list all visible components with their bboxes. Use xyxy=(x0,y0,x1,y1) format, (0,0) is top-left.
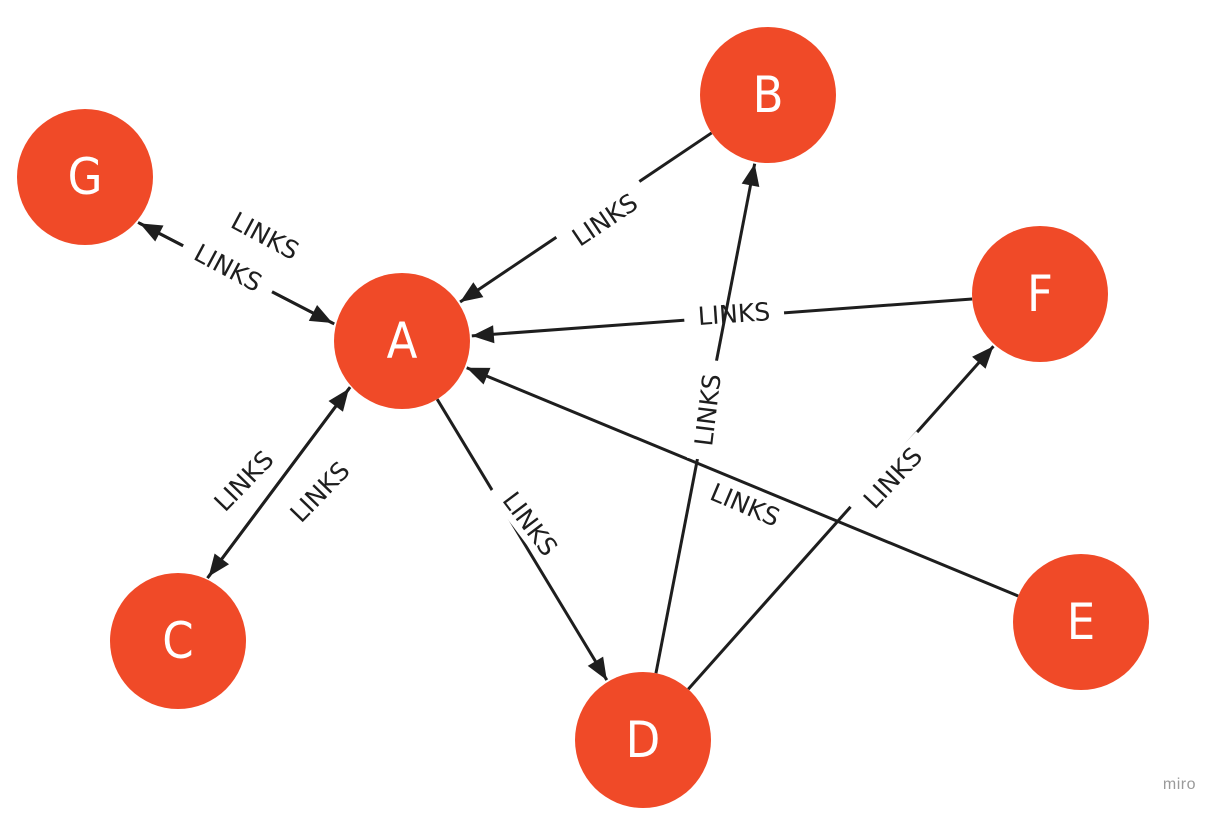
arrowhead-icon xyxy=(208,553,230,577)
edge-label-group: LINKS xyxy=(487,475,573,573)
edge-label-background xyxy=(683,295,785,333)
arrowhead-icon xyxy=(741,163,760,188)
edge-f-to-a: LINKS xyxy=(471,295,973,344)
arrowhead-icon xyxy=(587,656,607,681)
arrowhead-icon xyxy=(466,367,491,385)
edge-label-group: LINKS xyxy=(198,434,290,528)
node-label: B xyxy=(753,66,784,124)
edge-label-background xyxy=(176,231,280,305)
edge-line xyxy=(207,386,352,578)
edge-label-group: LINKS xyxy=(274,445,366,539)
edge-label: LINKS xyxy=(689,372,727,447)
arrowhead-icon xyxy=(460,282,484,302)
edge-line xyxy=(687,345,995,691)
edge-label-group: LINKS xyxy=(683,295,785,333)
edge-label-background xyxy=(274,445,366,539)
edge-label-background xyxy=(487,475,573,573)
edge-d-to-f: LINKS xyxy=(687,345,995,691)
node-label: G xyxy=(68,148,103,206)
edge-label: LINKS xyxy=(697,297,771,331)
node-label: A xyxy=(387,312,418,370)
edge-label-group: LINKS xyxy=(687,358,729,462)
node-label: C xyxy=(162,612,193,670)
edge-label-background xyxy=(555,179,655,261)
edge-label: LINKS xyxy=(858,442,928,515)
node-circle[interactable] xyxy=(110,573,246,709)
node-circle[interactable] xyxy=(700,27,836,163)
edge-label-background xyxy=(213,199,317,273)
nodes-layer: A B C D E F G xyxy=(17,27,1149,808)
node-g[interactable]: G xyxy=(17,109,153,245)
node-circle[interactable] xyxy=(575,672,711,808)
edge-label-group: LINKS xyxy=(847,431,939,525)
edge-label: LINKS xyxy=(284,456,355,528)
edge-line xyxy=(466,366,1019,598)
node-label: D xyxy=(626,711,661,769)
node-circle[interactable] xyxy=(17,109,153,245)
edge-label-background xyxy=(687,358,729,462)
node-circle[interactable] xyxy=(1013,554,1149,690)
edge-label-background xyxy=(693,471,797,539)
edge-line xyxy=(435,398,609,681)
edge-label-background xyxy=(198,434,290,528)
node-b[interactable]: B xyxy=(700,27,836,163)
edge-label: LINKS xyxy=(706,478,784,533)
edge-label: LINKS xyxy=(208,445,279,517)
edge-label-background xyxy=(847,431,939,525)
arrowhead-icon xyxy=(308,304,333,324)
node-e[interactable]: E xyxy=(1013,554,1149,690)
edge-label-group: LINKS xyxy=(555,179,655,261)
node-a[interactable]: A xyxy=(334,273,470,409)
edge-a-to-d: LINKS xyxy=(435,398,609,681)
edge-b-to-a: LINKS xyxy=(459,131,713,304)
arrowhead-icon xyxy=(972,346,994,369)
miro-watermark: miro xyxy=(1162,776,1196,793)
node-circle[interactable] xyxy=(334,273,470,409)
arrowhead-icon xyxy=(471,325,495,344)
node-circle[interactable] xyxy=(972,226,1108,362)
node-d[interactable]: D xyxy=(575,672,711,808)
node-label: F xyxy=(1027,265,1053,323)
node-c[interactable]: C xyxy=(110,573,246,709)
edge-d-to-b: LINKS xyxy=(654,163,760,674)
node-f[interactable]: F xyxy=(972,226,1108,362)
edge-g-to-a: LINKS xyxy=(137,221,334,325)
node-label: E xyxy=(1067,593,1095,651)
